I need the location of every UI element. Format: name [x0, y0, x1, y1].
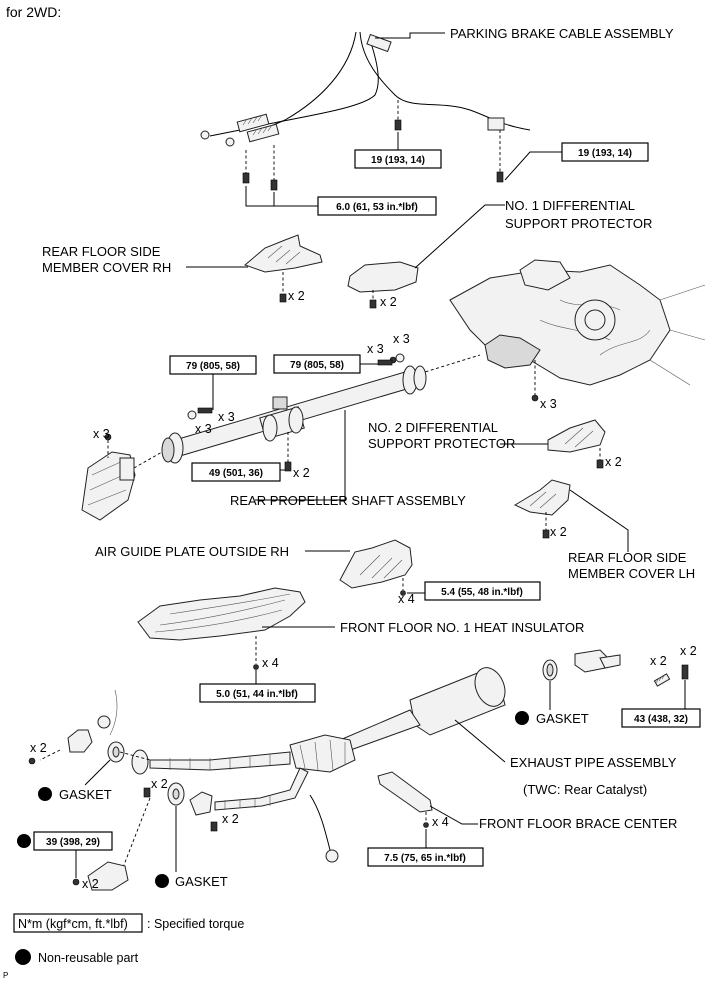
svg-text:x 2: x 2	[288, 289, 305, 303]
exhaust-manifold-stud	[87, 861, 129, 891]
legend-nonreusable-desc: Non-reusable part	[38, 951, 139, 965]
legend-nonreusable-icon	[15, 949, 31, 965]
legend-torque-key: N*m (kgf*cm, ft.*lbf)	[18, 917, 128, 931]
torque-box-7	[424, 581, 541, 601]
nonreusable-gasket-left	[38, 787, 52, 801]
front-pipe-flange-left	[67, 729, 93, 753]
svg-text:19 (193, 14): 19 (193, 14)	[578, 148, 632, 159]
torque-box-9	[621, 708, 701, 728]
torque-box-3	[317, 196, 437, 216]
svg-text:x 2: x 2	[82, 877, 99, 891]
label-no1-diff-1: NO. 1 DIFFERENTIAL	[505, 198, 635, 213]
svg-text:x 2: x 2	[30, 741, 47, 755]
label-no1-diff-2: SUPPORT PROTECTOR	[505, 216, 652, 231]
parking-brake-cable-drawing	[200, 31, 531, 147]
rear-propeller-shaft	[161, 365, 427, 464]
svg-text:x 3: x 3	[540, 397, 557, 411]
label-gasket-right: GASKET	[536, 711, 589, 726]
svg-text:43 (438, 32): 43 (438, 32)	[634, 714, 688, 725]
torque-box-10	[33, 831, 113, 851]
svg-text:49 (501, 36): 49 (501, 36)	[209, 468, 263, 479]
svg-text:x 2: x 2	[222, 812, 239, 826]
label-gasket-left: GASKET	[59, 787, 112, 802]
nonreusable-nut-39	[17, 834, 31, 848]
label-air-guide: AIR GUIDE PLATE OUTSIDE RH	[95, 544, 289, 559]
transmission	[81, 451, 136, 521]
exhaust-pipe-assembly	[97, 667, 506, 863]
svg-text:7.5 (75, 65 in.*lbf): 7.5 (75, 65 in.*lbf)	[384, 853, 466, 864]
svg-text:x 2: x 2	[550, 525, 567, 539]
svg-text:x 4: x 4	[432, 815, 449, 829]
svg-text:x 3: x 3	[195, 422, 212, 436]
svg-text:x 2: x 2	[293, 466, 310, 480]
label-heat-insulator: FRONT FLOOR NO. 1 HEAT INSULATOR	[340, 620, 584, 635]
label-rear-floor-lh-1: REAR FLOOR SIDE	[568, 550, 687, 565]
legend-torque-desc: : Specified torque	[147, 917, 244, 931]
label-gasket-bottom: GASKET	[175, 874, 228, 889]
cable-bolt-right	[496, 171, 504, 183]
differential-carrier	[449, 259, 706, 386]
svg-text:6.0 (61, 53 in.*lbf): 6.0 (61, 53 in.*lbf)	[336, 202, 418, 213]
svg-text:x 2: x 2	[151, 777, 168, 791]
svg-text:x 3: x 3	[218, 410, 235, 424]
torque-box-8	[199, 683, 316, 703]
label-twc-note: (TWC: Rear Catalyst)	[523, 782, 647, 797]
svg-text:x 4: x 4	[398, 592, 415, 606]
page-title: for 2WD:	[6, 4, 61, 20]
torque-box-2	[561, 142, 649, 162]
svg-text:5.4 (55, 48 in.*lbf): 5.4 (55, 48 in.*lbf)	[441, 587, 523, 598]
label-front-floor-brace: FRONT FLOOR BRACE CENTER	[479, 816, 677, 831]
air-guide-plate	[339, 539, 413, 589]
torque-box-6	[191, 462, 281, 482]
svg-text:x 3: x 3	[393, 332, 410, 346]
label-rear-floor-rh-1: REAR FLOOR SIDE	[42, 244, 161, 259]
svg-text:x 2: x 2	[680, 644, 697, 658]
cable-bolt-left-a	[242, 172, 250, 184]
svg-text:x 2: x 2	[605, 455, 622, 469]
torque-box-1	[354, 149, 442, 169]
svg-text:79 (805, 58): 79 (805, 58)	[186, 361, 240, 372]
svg-text:79 (805, 58): 79 (805, 58)	[290, 360, 344, 371]
figure-code: P	[3, 971, 8, 980]
svg-text:x 2: x 2	[650, 654, 667, 668]
label-no2-diff-2: SUPPORT PROTECTOR	[368, 436, 515, 451]
legend-torque-box	[13, 913, 143, 933]
cable-bolt-center	[394, 119, 402, 131]
rear-floor-cover-rh	[244, 234, 323, 273]
rear-floor-cover-lh	[513, 479, 571, 516]
no2-diff-support-protector	[547, 419, 606, 453]
svg-text:x 2: x 2	[380, 295, 397, 309]
label-rear-floor-rh-2: MEMBER COVER RH	[42, 260, 171, 275]
nonreusable-gasket-right	[515, 711, 529, 725]
svg-text:19 (193, 14): 19 (193, 14)	[371, 155, 425, 166]
label-rear-propeller-shaft: REAR PROPELLER SHAFT ASSEMBLY	[230, 493, 466, 508]
front-floor-brace-center	[377, 771, 433, 813]
label-rear-floor-lh-2: MEMBER COVER LH	[568, 566, 695, 581]
svg-text:5.0 (51, 44 in.*lbf): 5.0 (51, 44 in.*lbf)	[216, 689, 298, 700]
torque-box-11	[367, 847, 484, 867]
svg-text:39 (398, 29): 39 (398, 29)	[46, 837, 100, 848]
label-parking-brake-cable: PARKING BRAKE CABLE ASSEMBLY	[450, 26, 674, 41]
svg-text:x 3: x 3	[93, 427, 110, 441]
svg-text:x 3: x 3	[367, 342, 384, 356]
no1-diff-support-protector	[347, 261, 419, 293]
nonreusable-gasket-bottom	[155, 874, 169, 888]
svg-text:x 4: x 4	[262, 656, 279, 670]
label-no2-diff-1: NO. 2 DIFFERENTIAL	[368, 420, 498, 435]
cable-bolt-left-b	[270, 179, 278, 191]
label-exhaust-pipe: EXHAUST PIPE ASSEMBLY	[510, 755, 677, 770]
